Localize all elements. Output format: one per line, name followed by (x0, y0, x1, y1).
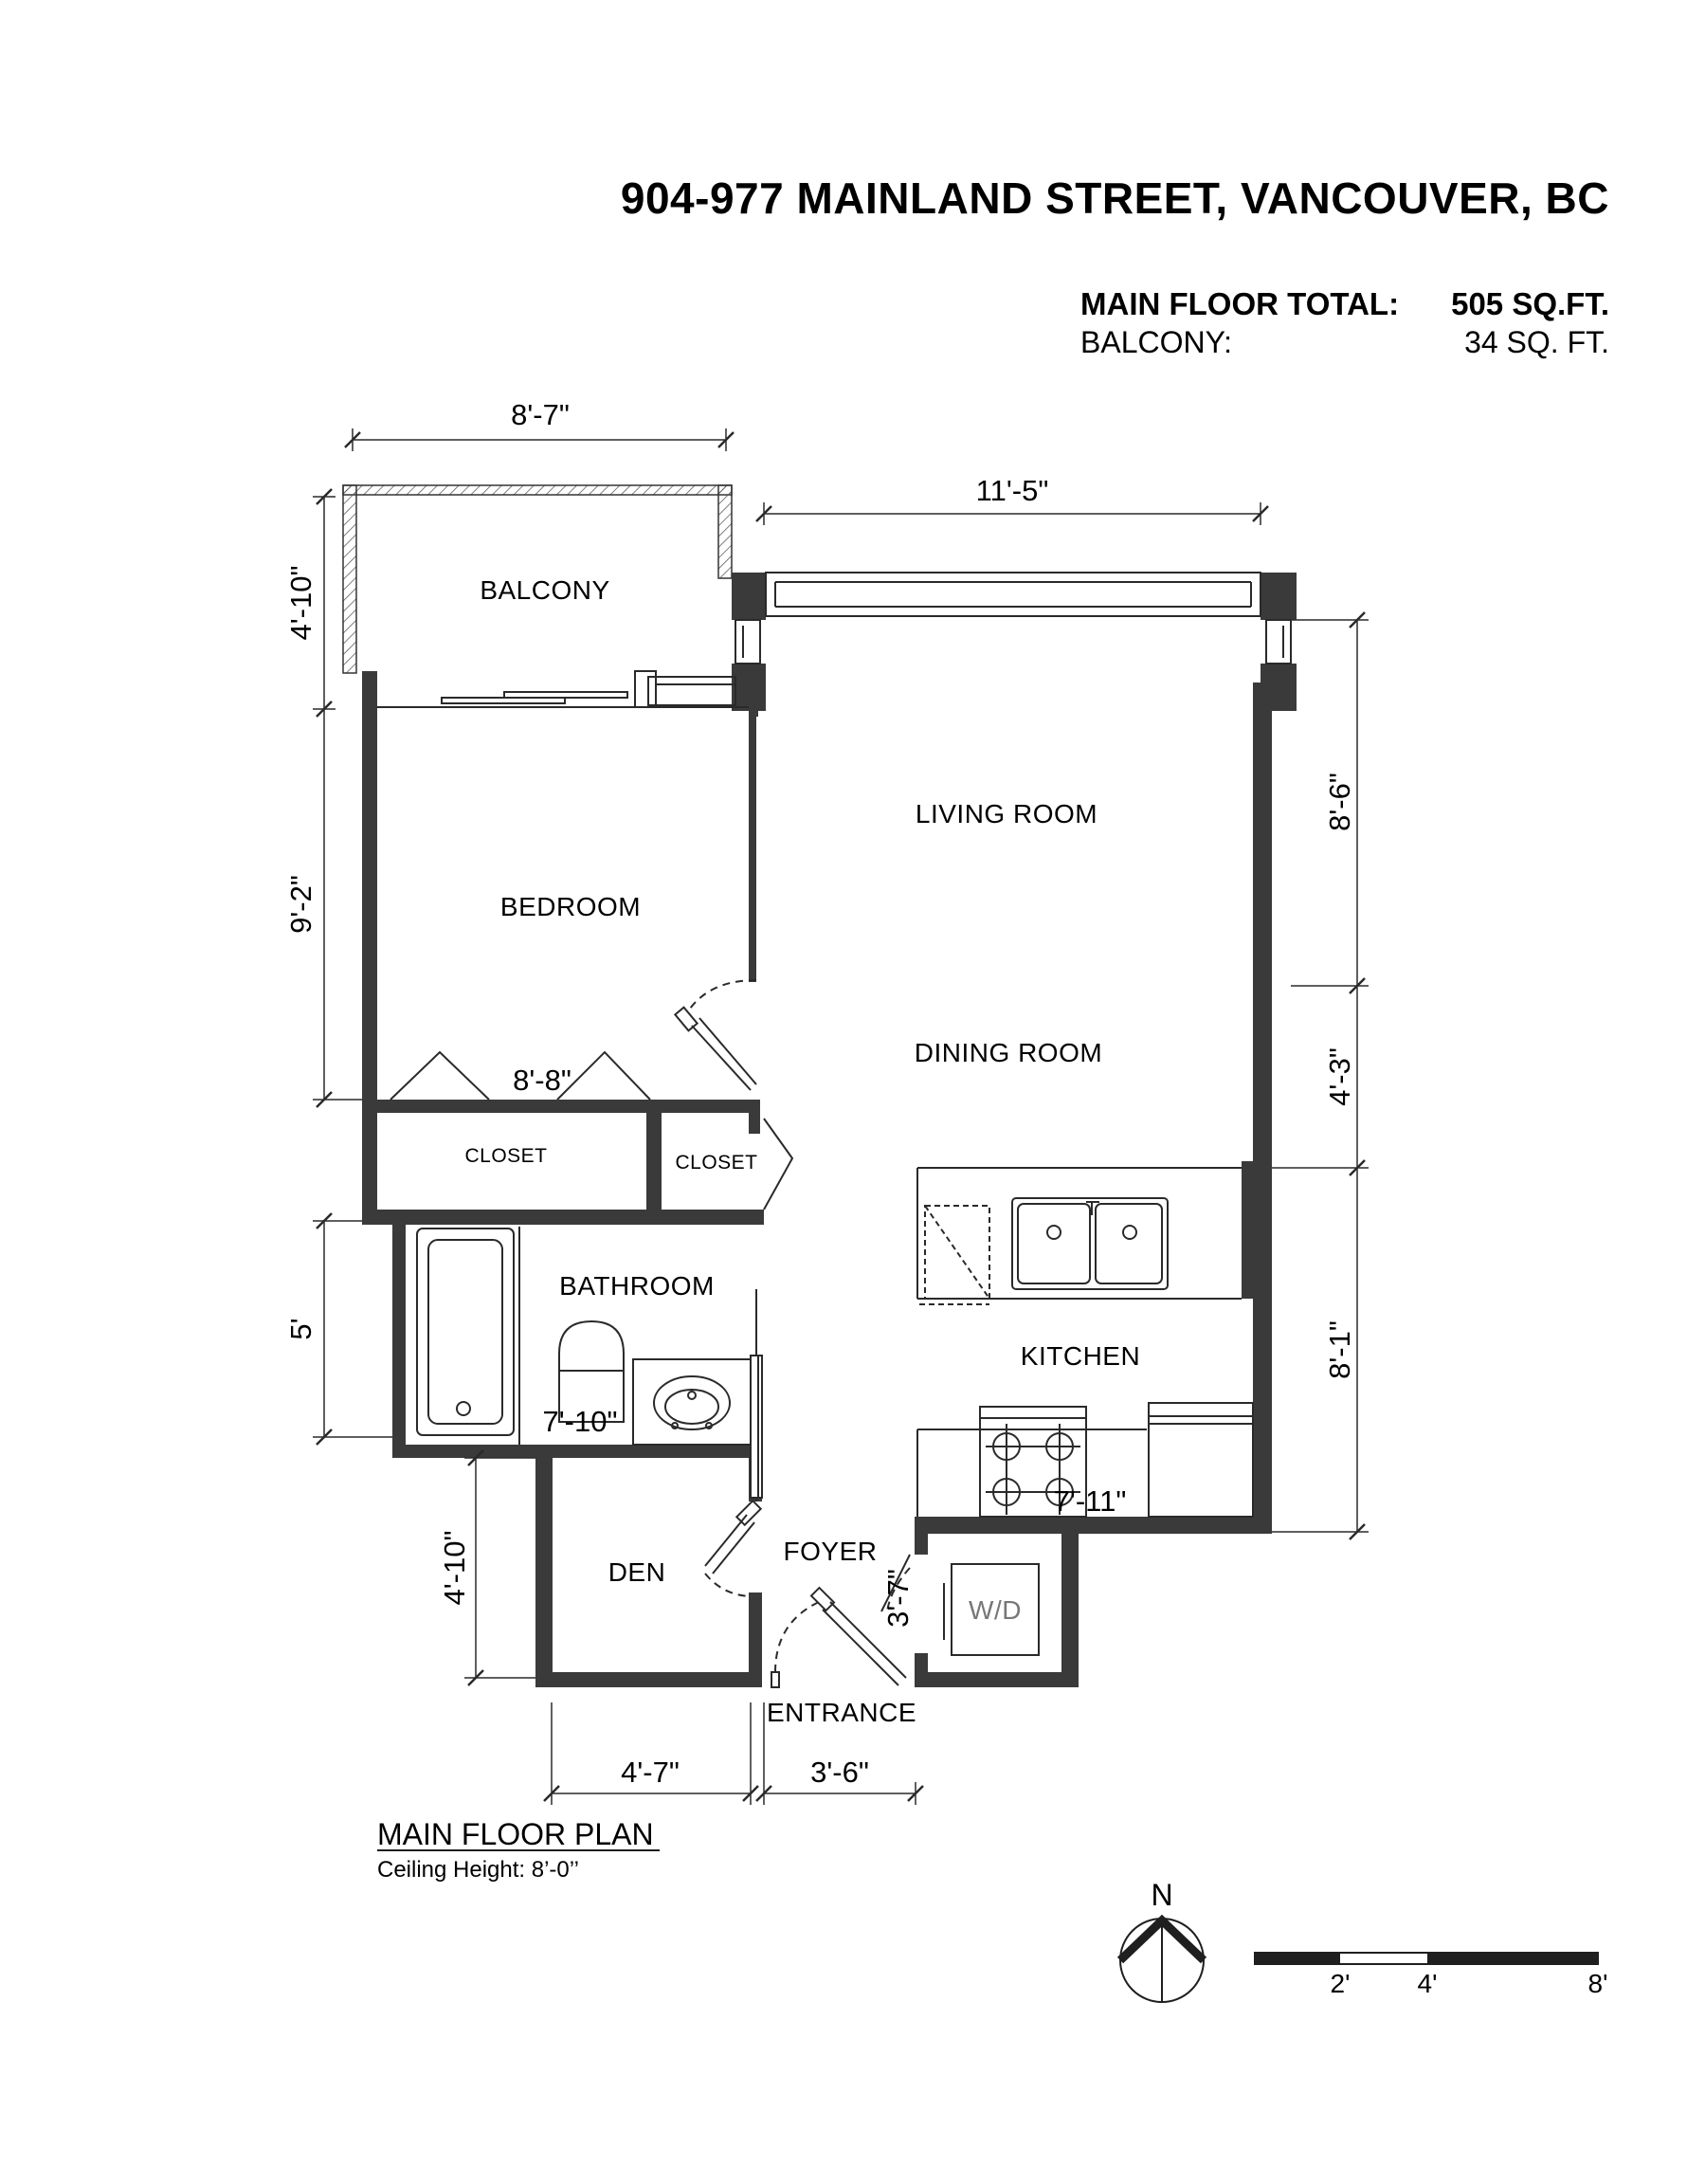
room-bathroom: BATHROOM (559, 1271, 715, 1301)
balcony-area-label: BALCONY: (1080, 325, 1232, 359)
room-balcony: BALCONY (480, 575, 609, 605)
dim-living-width: 11'-5" (976, 474, 1049, 507)
north-label: N (1151, 1878, 1172, 1912)
dimension-lines (313, 428, 1369, 1805)
dim-entrance-width: 3'-6" (810, 1756, 869, 1789)
dim-den-width: 4'-7" (621, 1756, 680, 1789)
room-closet-left: CLOSET (464, 1145, 547, 1167)
room-dining: DINING ROOM (915, 1038, 1102, 1067)
dim-bedroom-depth: 9'-2" (284, 875, 317, 934)
room-closet-right: CLOSET (675, 1152, 757, 1174)
room-foyer: FOYER (784, 1537, 878, 1566)
dim-den-depth: 4'-10" (438, 1531, 471, 1606)
dim-bathroom-width: 7'-10" (543, 1405, 618, 1438)
room-living: LIVING ROOM (916, 799, 1097, 828)
room-kitchen: KITCHEN (1021, 1341, 1140, 1371)
dim-bedroom-width: 8'-8" (513, 1064, 571, 1097)
dim-living-depth: 8'-6" (1323, 773, 1356, 831)
walls (342, 484, 1297, 1687)
dim-bathroom-depth: 5' (284, 1318, 317, 1339)
balcony-area-value: 34 SQ. FT. (1464, 325, 1609, 359)
main-floor-label: MAIN FLOOR TOTAL: (1080, 286, 1399, 321)
plan-title: MAIN FLOOR PLAN (377, 1817, 654, 1851)
room-den: DEN (608, 1557, 666, 1587)
fixtures (377, 572, 1292, 1688)
main-floor-value: 505 SQ.FT. (1451, 286, 1609, 321)
dim-dining-depth: 4'-3" (1323, 1047, 1356, 1106)
scale-label-8: 8' (1588, 1969, 1608, 1998)
scale-label-4: 4' (1418, 1969, 1438, 1998)
scale-label-2: 2' (1331, 1969, 1351, 1998)
dim-balcony-width: 8'-7" (511, 398, 570, 431)
room-laundry: W/D (969, 1595, 1022, 1625)
dim-balcony-depth: 4'-10" (284, 566, 317, 641)
address-title: 904-977 MAINLAND STREET, VANCOUVER, BC (621, 173, 1609, 223)
dim-kitchen-depth: 8'-1" (1323, 1320, 1356, 1379)
room-bedroom: BEDROOM (500, 892, 641, 921)
dim-kitchen-width: 7'-11" (1054, 1484, 1127, 1518)
dim-laundry-depth: 3'-7" (881, 1569, 915, 1628)
north-arrow-icon (1116, 1914, 1207, 2003)
room-entrance: ENTRANCE (767, 1698, 916, 1727)
ceiling-height: Ceiling Height: 8’-0’’ (377, 1857, 579, 1883)
scale-bar (1254, 1952, 1599, 1965)
